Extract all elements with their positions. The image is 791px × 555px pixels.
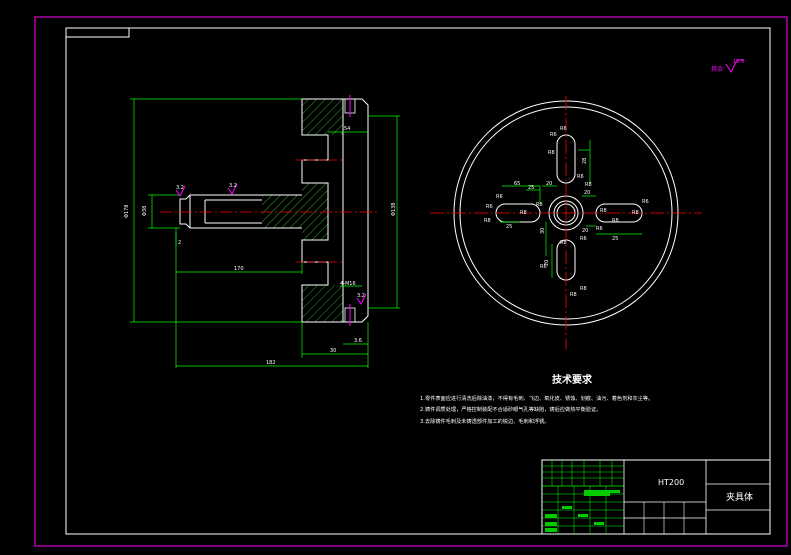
front-dim-5: 25 bbox=[612, 236, 618, 242]
front-label-10: R6 bbox=[540, 264, 547, 270]
front-dim-3: 28 bbox=[582, 158, 588, 164]
dim-len-top: 54 bbox=[344, 126, 350, 132]
front-label-5: R8 bbox=[484, 218, 491, 224]
flange-top-hatch bbox=[302, 99, 343, 135]
tech-requirements: 技术要求 1.零件表面应进行清洗后除油漆，不得有毛刺、飞边、氧化皮、锈蚀、划痕、… bbox=[420, 373, 653, 425]
front-label-3: R8 bbox=[585, 182, 592, 188]
front-dim-7: 20 bbox=[544, 260, 550, 266]
front-label-6: R6 bbox=[642, 199, 649, 205]
front-label-14: R6 bbox=[596, 226, 603, 232]
front-label-12: R6 bbox=[496, 194, 503, 200]
sheet-outer-border bbox=[34, 16, 788, 547]
rough-mark-c bbox=[356, 293, 367, 305]
dim-len-total: 182 bbox=[266, 360, 276, 366]
tech-line-1: 1.零件表面应进行清洗后除油漆，不得有毛刺、飞边、氧化皮、锈蚀、划痕、油污、着色… bbox=[420, 394, 653, 402]
front-label-16: R6 bbox=[560, 126, 567, 132]
front-label-18: R8 bbox=[536, 202, 543, 208]
dim-d3: Φ138 bbox=[391, 203, 397, 216]
shaft-hatch bbox=[262, 195, 302, 228]
front-label-9: R8 bbox=[580, 286, 587, 292]
tech-title: 技术要求 bbox=[552, 373, 593, 386]
front-label-0: R6 bbox=[550, 132, 557, 138]
roughness-note: 其余 12.5 bbox=[711, 59, 744, 74]
tech-line-3: 3.去除铸件毛刺及未铸透部件加工的锐边、毛刺和浮锈。 bbox=[420, 417, 549, 425]
front-dim-9: 20 bbox=[584, 190, 590, 196]
title-block: HT200 夹具体 bbox=[541, 459, 771, 535]
front-dim-6: 30 bbox=[540, 228, 546, 234]
rough-mark-b bbox=[227, 183, 238, 195]
front-view: 65 25 20 28 20 25 30 20 25 20 R6 R8 R6 R… bbox=[430, 96, 702, 350]
title-part-name: 夹具体 bbox=[726, 491, 753, 503]
roughness-prefix: 其余 bbox=[711, 65, 723, 73]
dim-pitch: 4-M16 bbox=[340, 281, 356, 287]
rough-mark-a bbox=[175, 185, 186, 197]
rough-c: 3.2 bbox=[357, 293, 365, 299]
dim-d2: Φ38 bbox=[142, 206, 148, 216]
front-dim-1: 25 bbox=[528, 185, 534, 191]
dim-len-flange: 30 bbox=[330, 348, 336, 354]
front-label-2: R6 bbox=[577, 174, 584, 180]
dim-len-small: 3.6 bbox=[354, 338, 362, 344]
tech-line-2: 2.铸件调质处理，严格控制装配不合适砂眼气孔等缺陷，铸后应做热平衡验证。 bbox=[420, 405, 601, 413]
section-view: Φ178 Φ38 Φ138 182 170 30 3.6 54 2 4-M16 … bbox=[124, 95, 400, 368]
dim-small-2: 2 bbox=[178, 240, 181, 246]
front-label-19: R8 bbox=[600, 208, 607, 214]
front-label-1: R8 bbox=[548, 150, 555, 156]
rough-b: 3.2 bbox=[229, 183, 237, 189]
corner-tag-box bbox=[65, 27, 130, 38]
front-dim-0: 65 bbox=[514, 181, 520, 187]
front-label-7: R8 bbox=[632, 210, 639, 216]
front-dim-8: 25 bbox=[506, 224, 512, 230]
sheet-inner-border bbox=[65, 27, 771, 535]
front-label-8: R6 bbox=[580, 236, 587, 242]
front-label-4: R6 bbox=[486, 204, 493, 210]
front-label-13: R8 bbox=[520, 210, 527, 216]
title-material: HT200 bbox=[658, 478, 684, 487]
rough-a: 3.2 bbox=[176, 185, 184, 191]
front-label-15: R8 bbox=[612, 218, 619, 224]
roughness-value: 12.5 bbox=[733, 59, 744, 65]
front-dim-2: 20 bbox=[546, 181, 552, 187]
front-label-11: R8 bbox=[560, 240, 567, 246]
shaft-outline bbox=[179, 194, 302, 229]
hub-hatch bbox=[302, 183, 328, 240]
front-label-17: R8 bbox=[570, 292, 577, 298]
front-dim-4: 20 bbox=[582, 228, 588, 234]
flange-bottom-hatch bbox=[302, 285, 343, 322]
dim-d1: Φ178 bbox=[124, 205, 130, 218]
dim-len-shaft: 170 bbox=[234, 266, 244, 272]
